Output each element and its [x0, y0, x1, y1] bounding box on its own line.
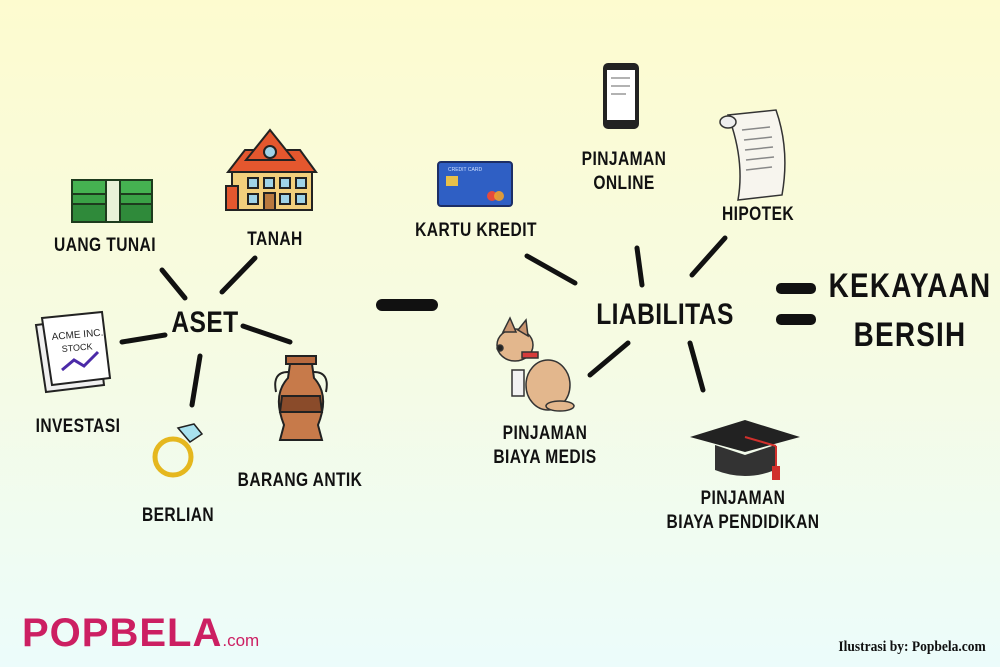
injured-dog-icon [496, 316, 575, 412]
equals-sign-bottom [776, 314, 816, 325]
logo-suffix: .com [222, 631, 260, 650]
connector-line [240, 323, 293, 345]
stock-document-icon: ACME INC. STOCK [34, 310, 112, 394]
connector-lines [119, 235, 728, 408]
scroll-icon [719, 109, 786, 201]
connector-line [634, 245, 645, 288]
connector-line [587, 340, 631, 378]
liability-label-kartu-kredit: KARTU KREDIT [415, 220, 537, 241]
liability-label-hipotek: HIPOTEK [721, 204, 795, 225]
label-line: PINJAMAN [502, 423, 588, 444]
result-line: BERSIH [853, 316, 967, 355]
smartphone-icon [603, 63, 639, 129]
connector-line [689, 235, 728, 278]
asset-label-berlian: BERLIAN [141, 505, 215, 526]
logo-main: POPBELA [22, 611, 223, 655]
asset-label-barang-antik: BARANG ANTIK [237, 470, 363, 491]
label-line: PINJAMAN [581, 149, 667, 170]
minus-sign [376, 299, 438, 311]
connector-line [119, 332, 168, 345]
credit-card-icon: CREDIT CARD [437, 161, 513, 207]
money-stack-icon [71, 179, 153, 223]
asset-label-investasi: INVESTASI [35, 416, 121, 437]
graduation-cap-icon [690, 420, 800, 480]
equals-sign-top [776, 283, 816, 294]
asset-label-tanah: TANAH [247, 229, 303, 250]
liabilities-title: LIABILITAS [596, 298, 734, 331]
house-icon [225, 128, 318, 211]
label-line: BIAYA PENDIDIKAN [666, 511, 820, 533]
diamond-ring-icon [152, 423, 204, 478]
connector-line [219, 255, 258, 295]
label-line: PINJAMAN [700, 488, 786, 509]
asset-label-uang-tunai: UANG TUNAI [54, 235, 156, 256]
connector-line [687, 340, 706, 393]
label-line: ONLINE [593, 172, 655, 194]
card-text: CREDIT CARD [448, 167, 482, 173]
stock-doc-text: ACME INC. [51, 328, 103, 343]
illustration-credit: Ilustrasi by: Popbela.com [838, 639, 986, 655]
antique-vase-icon [274, 355, 328, 441]
popbela-logo: POPBELA.com [22, 611, 259, 656]
assets-title: ASET [171, 306, 239, 339]
label-line: BIAYA MEDIS [493, 446, 597, 468]
net-worth-result: KEKAYAAN BERSIH [829, 262, 992, 361]
stock-doc-text: STOCK [61, 341, 93, 354]
result-line: KEKAYAAN [828, 267, 992, 305]
connector-line [524, 253, 578, 286]
connector-line [159, 267, 188, 301]
connector-line [189, 353, 203, 408]
